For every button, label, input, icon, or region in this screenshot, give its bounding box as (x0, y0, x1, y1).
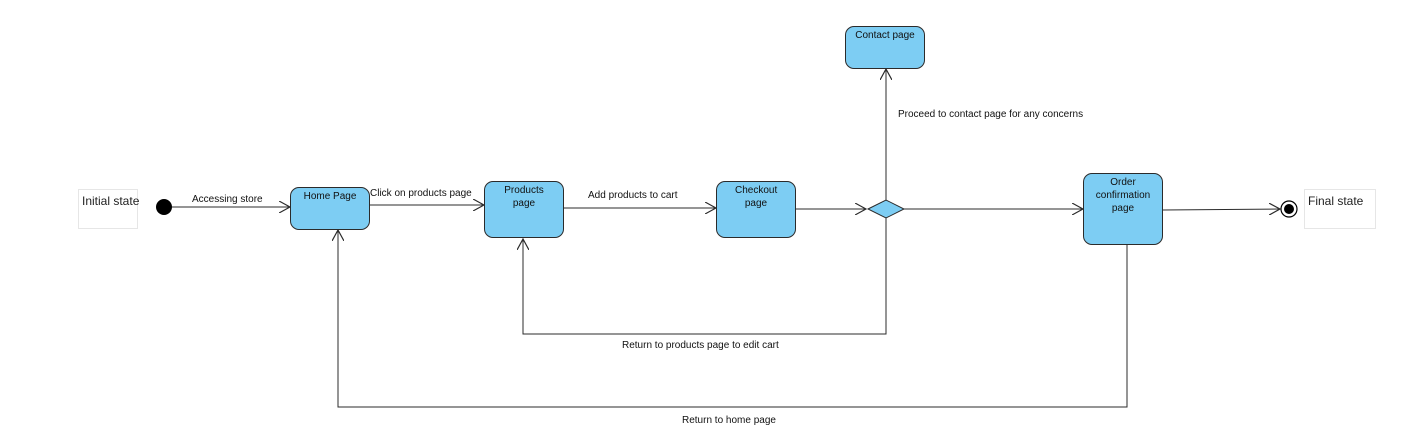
edge-order-final[interactable] (1162, 209, 1280, 210)
edge-return-home[interactable] (338, 230, 1128, 408)
label-contact-concerns: Proceed to contact page for any concerns (898, 109, 1084, 120)
label-click-products: Click on products page (370, 188, 472, 199)
initial-node[interactable] (156, 199, 172, 215)
initial-state-note: Initial state (78, 189, 139, 229)
label-add-to-cart: Add products to cart (588, 190, 678, 201)
final-state-note: Final state (1304, 189, 1376, 229)
edge-return-products[interactable] (523, 218, 887, 335)
final-node-inner (1284, 204, 1294, 214)
checkout-page-state[interactable]: Checkout page (716, 181, 796, 238)
order-confirmation-state[interactable]: Order confirmation page (1083, 173, 1163, 245)
contact-page-state[interactable]: Contact page (845, 26, 925, 69)
products-page-state[interactable]: Products page (484, 181, 564, 238)
label-accessing-store: Accessing store (192, 194, 263, 205)
label-return-home: Return to home page (682, 415, 776, 426)
decision-node[interactable] (866, 199, 906, 219)
home-page-state[interactable]: Home Page (290, 187, 370, 230)
label-edit-cart: Return to products page to edit cart (622, 340, 779, 351)
